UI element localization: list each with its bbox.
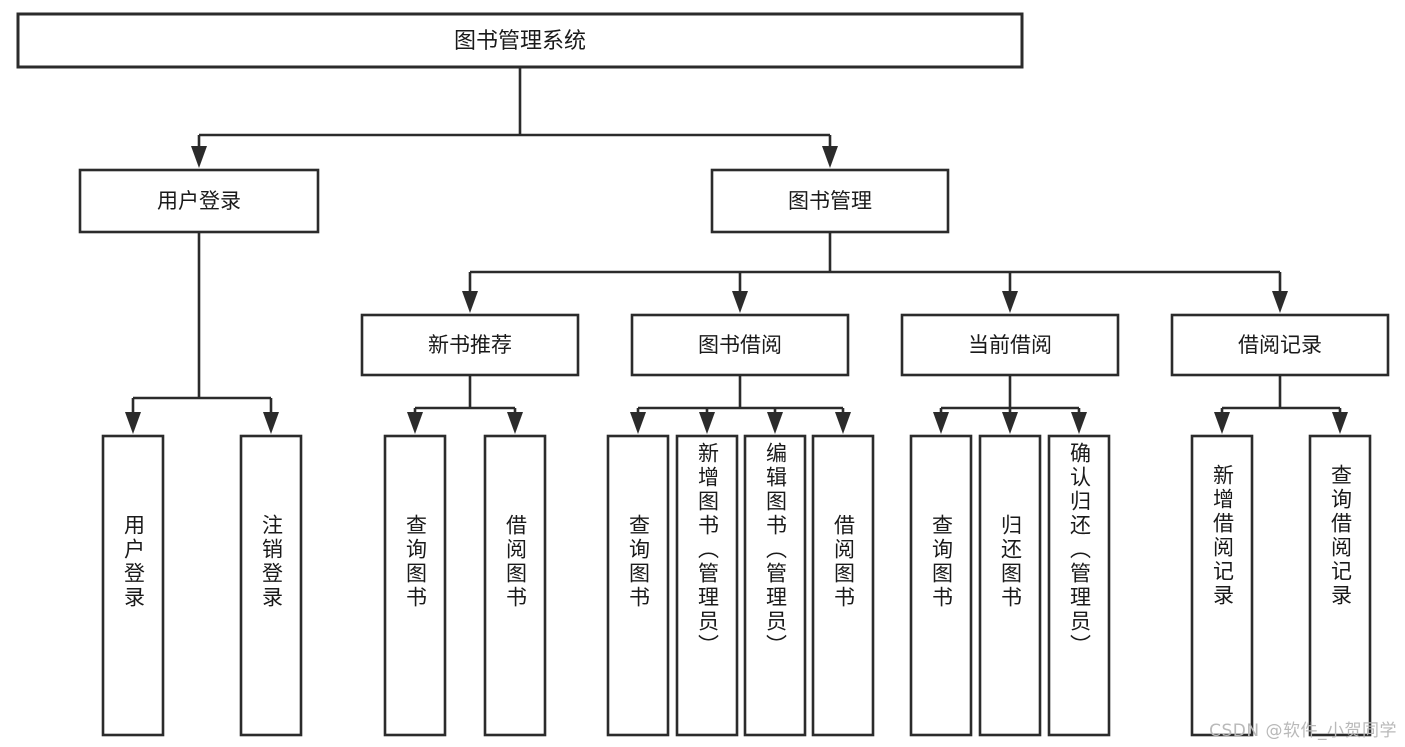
connector-borrowrecord-to-leaves bbox=[1214, 376, 1348, 434]
leaf-box-book-borrow-1[interactable] bbox=[675, 434, 739, 737]
leaf-box-borrow-record-0[interactable] bbox=[1190, 434, 1254, 737]
node-book-management-label: 图书管理 bbox=[788, 189, 872, 213]
leaf-box-new-book-1[interactable] bbox=[483, 434, 547, 737]
node-new-book-recommend[interactable]: 新书推荐 bbox=[360, 313, 580, 377]
leaf-box-user-login-1[interactable] bbox=[239, 434, 303, 737]
csdn-watermark: CSDN @软件_小贺同学 bbox=[1209, 721, 1397, 741]
node-root-label: 图书管理系统 bbox=[454, 29, 586, 54]
node-book-borrow[interactable]: 图书借阅 bbox=[630, 313, 850, 377]
node-borrow-record[interactable]: 借阅记录 bbox=[1170, 313, 1390, 377]
leaf-box-current-borrow-1[interactable] bbox=[978, 434, 1042, 737]
node-user-login[interactable]: 用户登录 bbox=[78, 168, 320, 234]
leaf-box-current-borrow-0[interactable] bbox=[909, 434, 973, 737]
node-current-borrow[interactable]: 当前借阅 bbox=[900, 313, 1120, 377]
leaf-box-borrow-record-1[interactable] bbox=[1308, 434, 1372, 737]
node-current-borrow-label: 当前借阅 bbox=[968, 333, 1052, 357]
node-book-management[interactable]: 图书管理 bbox=[710, 168, 950, 234]
node-user-login-label: 用户登录 bbox=[157, 189, 241, 213]
node-new-book-recommend-label: 新书推荐 bbox=[428, 333, 512, 357]
connector-bookmgmt-to-level3 bbox=[462, 233, 1288, 313]
leaf-box-book-borrow-0[interactable] bbox=[606, 434, 670, 737]
connector-root-to-level2 bbox=[191, 67, 838, 168]
node-borrow-record-label: 借阅记录 bbox=[1238, 333, 1322, 357]
node-book-borrow-label: 图书借阅 bbox=[698, 333, 782, 357]
connector-bookborrow-to-leaves bbox=[630, 376, 851, 434]
node-root[interactable]: 图书管理系统 bbox=[16, 12, 1024, 69]
leaf-box-book-borrow-3[interactable] bbox=[811, 434, 875, 737]
leaf-box-book-borrow-2[interactable] bbox=[743, 434, 807, 737]
leaf-box-user-login-0[interactable] bbox=[101, 434, 165, 737]
leaf-box-new-book-0[interactable] bbox=[383, 434, 447, 737]
connector-newbook-to-leaves bbox=[407, 376, 523, 434]
leaf-box-current-borrow-2[interactable] bbox=[1047, 434, 1111, 737]
connector-currentborrow-to-leaves bbox=[933, 376, 1087, 434]
connector-userlogin-to-leaves bbox=[125, 233, 279, 434]
